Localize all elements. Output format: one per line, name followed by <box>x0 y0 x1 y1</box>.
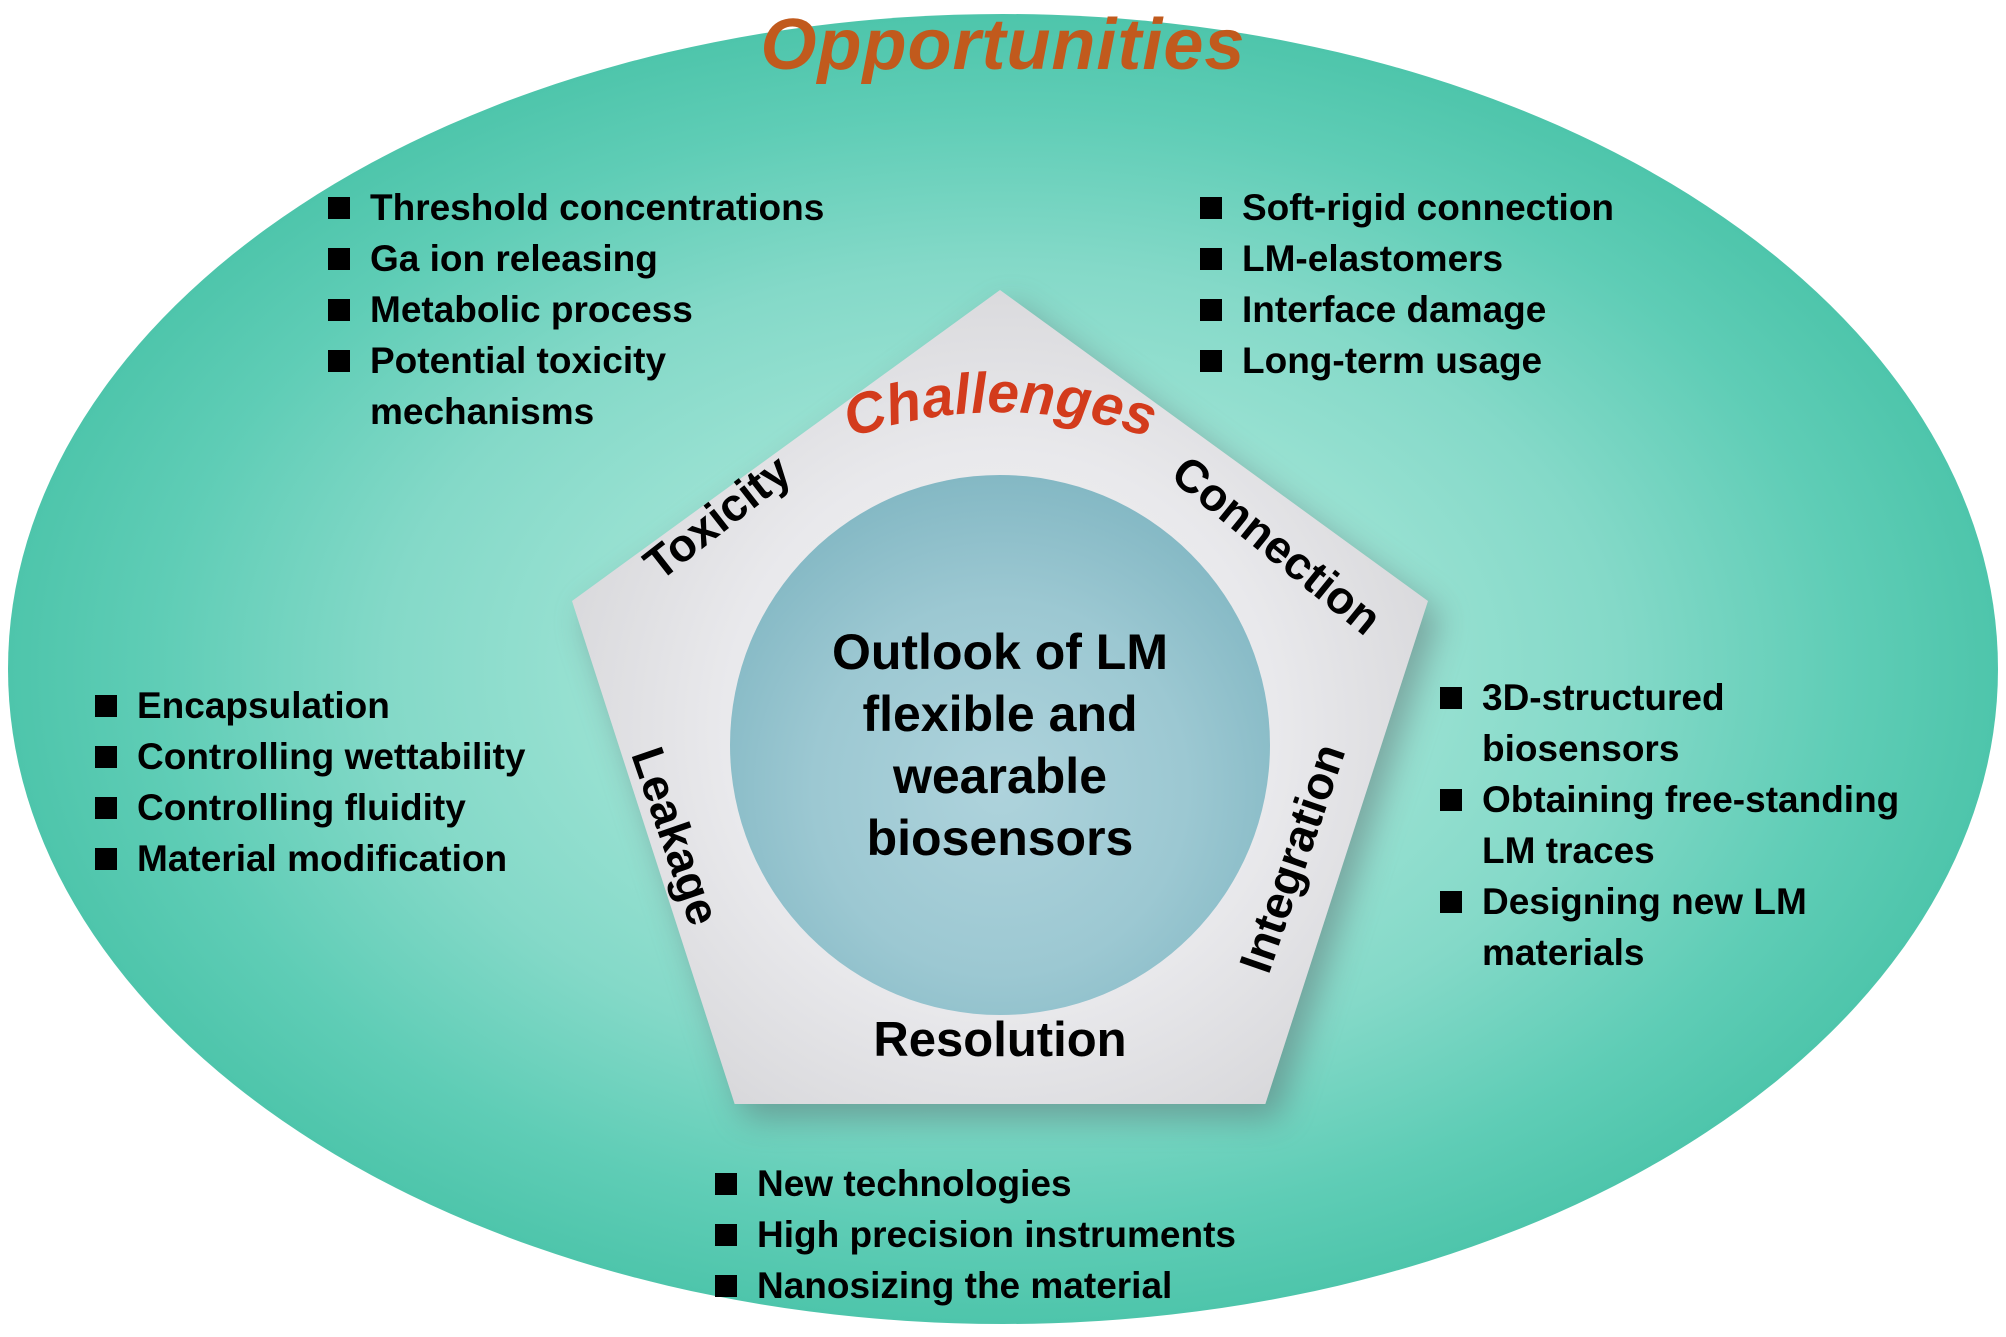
list-item: 3D-structured biosensors <box>1440 672 1899 774</box>
opportunities-title: Opportunities <box>760 5 1246 85</box>
challenges-arc-label: Challenges <box>836 361 1165 450</box>
list-item: Controlling fluidity <box>95 782 525 833</box>
bullet-square-icon <box>1200 197 1222 219</box>
outlook-circle: Outlook of LM flexible and wearable bios… <box>730 475 1270 1015</box>
list-leakage: Encapsulation Controlling wettability Co… <box>95 680 525 884</box>
list-integration: 3D-structured biosensors Obtaining free-… <box>1440 672 1899 978</box>
bullet-square-icon <box>1440 687 1462 709</box>
list-item: New technologies <box>715 1158 1236 1209</box>
pentagon-side-resolution: Resolution <box>873 1013 1127 1067</box>
bullet-square-icon <box>328 299 350 321</box>
list-item: Threshold concentrations <box>328 182 824 233</box>
list-item: Material modification <box>95 833 525 884</box>
list-item: Obtaining free-standing LM traces <box>1440 774 1899 876</box>
bullet-square-icon <box>715 1173 737 1195</box>
list-resolution: New technologies High precision instrume… <box>715 1158 1236 1311</box>
bullet-square-icon <box>95 695 117 717</box>
list-item: Soft-rigid connection <box>1200 182 1614 233</box>
list-item: Encapsulation <box>95 680 525 731</box>
bullet-square-icon <box>715 1224 737 1246</box>
list-item: Long-term usage <box>1200 335 1614 386</box>
bullet-square-icon <box>328 197 350 219</box>
list-item: LM-elastomers <box>1200 233 1614 284</box>
bullet-square-icon <box>1200 299 1222 321</box>
list-item: Nanosizing the material <box>715 1260 1236 1311</box>
list-connection: Soft-rigid connection LM-elastomers Inte… <box>1200 182 1614 386</box>
outlook-circle-text: Outlook of LM flexible and wearable bios… <box>831 624 1169 866</box>
bullet-square-icon <box>328 248 350 270</box>
bullet-square-icon <box>1200 248 1222 270</box>
bullet-square-icon <box>95 797 117 819</box>
list-item: Interface damage <box>1200 284 1614 335</box>
challenges-arc: Challenges <box>836 361 1165 450</box>
bullet-square-icon <box>1200 350 1222 372</box>
list-toxicity: Threshold concentrations Ga ion releasin… <box>328 182 824 437</box>
list-item: Designing new LM materials <box>1440 876 1899 978</box>
bullet-square-icon <box>328 350 350 372</box>
list-item: Metabolic process <box>328 284 824 335</box>
bullet-square-icon <box>1440 789 1462 811</box>
list-item: High precision instruments <box>715 1209 1236 1260</box>
bullet-square-icon <box>95 848 117 870</box>
bullet-square-icon <box>1440 891 1462 913</box>
bullet-square-icon <box>95 746 117 768</box>
list-item: Ga ion releasing <box>328 233 824 284</box>
bullet-square-icon <box>715 1275 737 1297</box>
list-item: Controlling wettability <box>95 731 525 782</box>
list-item: Potential toxicity mechanisms <box>328 335 824 437</box>
